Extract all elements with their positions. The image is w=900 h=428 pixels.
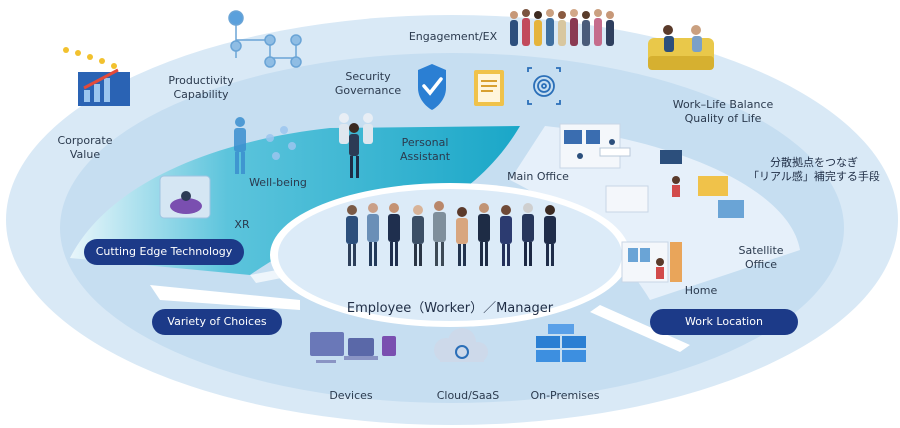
cutting-edge-band — [70, 126, 520, 275]
xr-label: XR — [234, 218, 250, 231]
japanese-caption: 分散拠点をつなぎ 「リアル感」補完する手段 — [748, 156, 880, 183]
main-office-label: Main Office — [507, 170, 569, 183]
bottom-divider-right — [590, 305, 690, 352]
engagement-label: Engagement/EX — [408, 30, 498, 43]
on-premises-label: On-Premises — [530, 389, 600, 402]
satellite-office-label: Satellite Office — [738, 244, 784, 271]
satellite-office-illustration — [605, 150, 744, 218]
server-icon — [536, 324, 586, 362]
network-icon — [228, 10, 302, 68]
home-label: Home — [684, 284, 718, 297]
productivity-label: Productivity Capability — [168, 74, 234, 101]
bottom-divider-left — [150, 285, 300, 310]
security-label: Security Governance — [334, 70, 402, 97]
cloud-icon — [434, 328, 488, 362]
devices-icon — [310, 332, 396, 363]
corporate-value-label: Corporate Value — [57, 134, 113, 161]
engagement-crowd — [510, 9, 614, 46]
well-being-illustration — [234, 117, 296, 174]
certificate-icon — [474, 70, 504, 106]
fingerprint-icon — [527, 67, 561, 105]
work-life-label: Work–Life Balance Quality of Life — [672, 98, 774, 125]
variety-pill: Variety of Choices — [152, 309, 282, 335]
devices-label: Devices — [329, 389, 373, 402]
work-location-pill: Work Location — [650, 309, 798, 335]
xr-illustration — [159, 175, 211, 219]
cutting-edge-pill: Cutting Edge Technology — [84, 239, 244, 265]
robot-assistant-illustration — [339, 113, 373, 178]
center-title: Employee（Worker）／Manager — [346, 301, 554, 316]
shield-icon — [418, 64, 446, 110]
work-location-sector — [510, 126, 800, 300]
sofa-icon — [648, 25, 714, 70]
home-illustration — [621, 241, 682, 283]
inner-disc — [278, 189, 622, 321]
corporate-value-icon — [63, 47, 130, 106]
cloud-label: Cloud/SaaS — [436, 389, 500, 402]
employees-group — [346, 201, 556, 266]
personal-assistant-label: Personal Assistant — [399, 136, 451, 163]
well-being-label: Well-being — [249, 176, 307, 189]
main-office-illustration — [559, 123, 631, 169]
